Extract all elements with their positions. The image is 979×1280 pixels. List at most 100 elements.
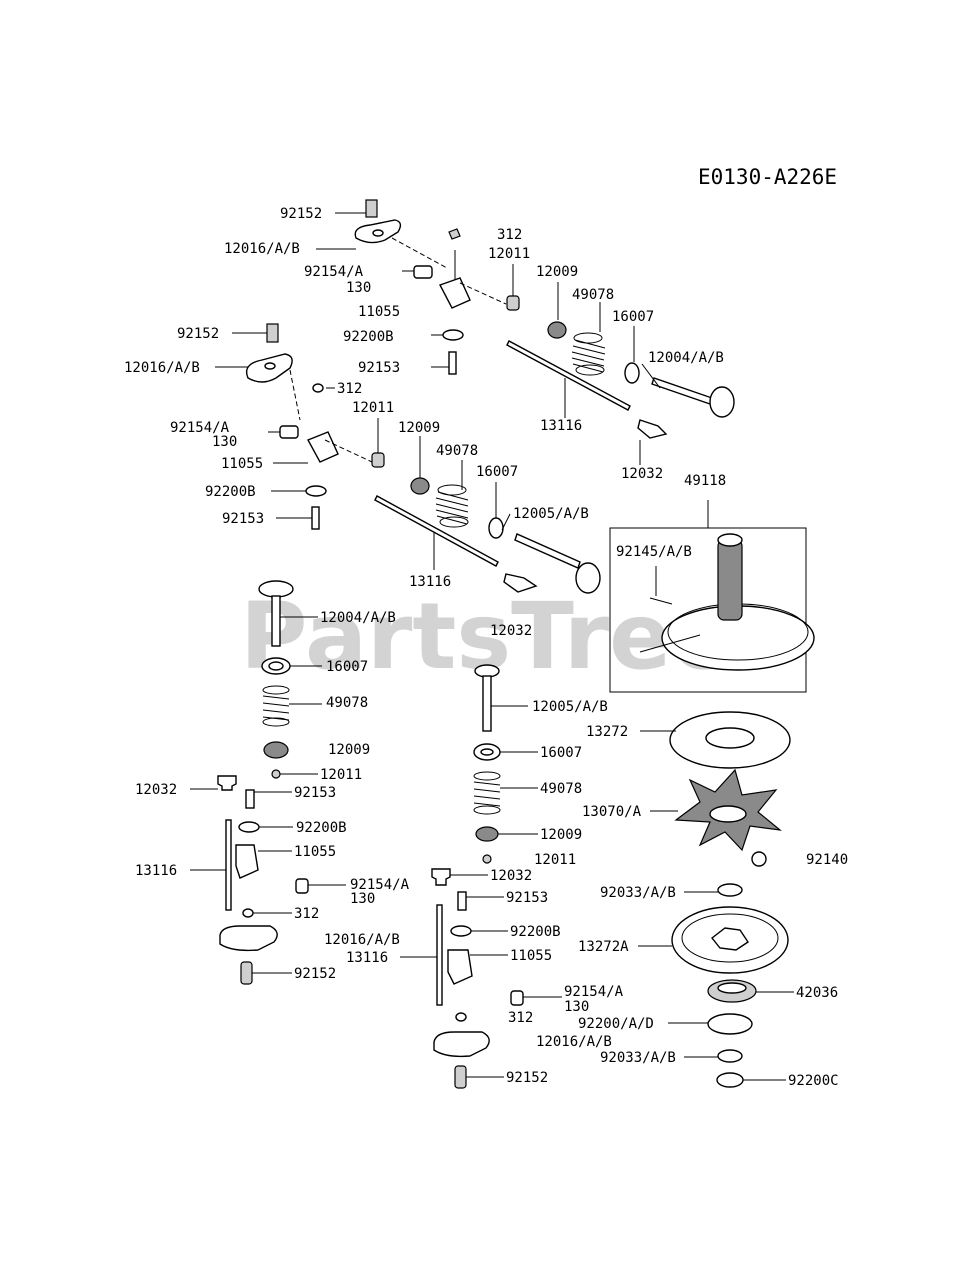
washer-92200AD bbox=[707, 1013, 753, 1035]
label-11055: 11055 bbox=[294, 844, 336, 860]
label-11055: 11055 bbox=[221, 456, 263, 472]
label-12005: 12005/A/B bbox=[532, 699, 608, 715]
label-130: 130 bbox=[350, 891, 375, 907]
label-92200C: 92200C bbox=[788, 1073, 839, 1089]
retainer-12009-lower-left bbox=[263, 741, 289, 759]
nut-312-mid bbox=[312, 383, 324, 393]
rocker-arm-12016-lower-mid bbox=[433, 1031, 490, 1058]
stud-92153-lower-left bbox=[245, 789, 255, 809]
spring-49078-mid bbox=[435, 484, 469, 528]
label-312: 312 bbox=[294, 906, 319, 922]
label-11055: 11055 bbox=[358, 304, 400, 320]
ring-92033-lower bbox=[717, 1049, 743, 1063]
label-12016: 12016/A/B bbox=[224, 241, 300, 257]
label-92153: 92153 bbox=[294, 785, 336, 801]
pushrod-13116-mid bbox=[374, 495, 499, 567]
label-12011: 12011 bbox=[352, 400, 394, 416]
label-12016: 12016/A/B bbox=[536, 1034, 612, 1050]
label-12011: 12011 bbox=[488, 246, 530, 262]
nut-312-lower-mid bbox=[455, 1012, 467, 1022]
label-16007: 16007 bbox=[476, 464, 518, 480]
label-92154: 92154/A bbox=[350, 877, 410, 893]
tappet-12032-lower-mid bbox=[431, 868, 451, 886]
plate-92200B-mid bbox=[305, 485, 327, 497]
label-13116: 13116 bbox=[540, 418, 582, 434]
ring-92033-upper bbox=[717, 883, 743, 897]
rocker-pivot-92152-lower-left bbox=[240, 961, 253, 985]
label-312: 312 bbox=[497, 227, 522, 243]
label-42036: 42036 bbox=[796, 985, 838, 1001]
label-92152: 92152 bbox=[506, 1070, 548, 1086]
label-13116: 13116 bbox=[135, 863, 177, 879]
camshaft-49118 bbox=[609, 500, 815, 693]
upper-assembly-1 bbox=[316, 199, 735, 465]
plate-92200B-lower-mid bbox=[450, 925, 472, 937]
label-92200B: 92200B bbox=[510, 924, 561, 940]
label-12009: 12009 bbox=[536, 264, 578, 280]
stud-92153-lower-mid bbox=[457, 891, 467, 911]
label-12009: 12009 bbox=[328, 742, 370, 758]
tappet-12032-lower-left bbox=[217, 775, 237, 791]
ball-92140 bbox=[751, 851, 767, 867]
tappet-12032-upper bbox=[637, 419, 668, 439]
spring-49078-lower-mid bbox=[473, 771, 501, 815]
label-130: 130 bbox=[212, 434, 237, 450]
valve-12004-head-upper bbox=[709, 386, 735, 418]
diagram-code: E0130-A226E bbox=[698, 165, 837, 189]
valve-12005-stem-lower bbox=[482, 675, 492, 732]
label-16007: 16007 bbox=[326, 659, 368, 675]
tappet-12032-mid bbox=[503, 573, 538, 593]
label-92200AD: 92200/A/D bbox=[578, 1016, 654, 1032]
label-12032: 12032 bbox=[490, 623, 532, 639]
callout-labels: 92152 12016/A/B 92154/A 130 11055 312 12… bbox=[124, 206, 848, 1089]
spring-49078-upper bbox=[571, 332, 606, 376]
label-312: 312 bbox=[337, 381, 362, 397]
label-16007: 16007 bbox=[612, 309, 654, 325]
rocker-bracket-11055-upper bbox=[439, 277, 471, 309]
label-49078: 49078 bbox=[436, 443, 478, 459]
bolt-92154-upper bbox=[413, 265, 433, 279]
plate-92200B-upper bbox=[442, 329, 464, 341]
label-92153: 92153 bbox=[222, 511, 264, 527]
retainer-12009-mid bbox=[410, 477, 430, 495]
pushrod-13116-lower-mid bbox=[436, 904, 443, 1006]
stud-92153-mid bbox=[311, 506, 320, 530]
label-16007: 16007 bbox=[540, 745, 582, 761]
label-12016: 12016/A/B bbox=[324, 932, 400, 948]
cap-12011-lower-mid bbox=[482, 854, 492, 864]
label-92152: 92152 bbox=[294, 966, 336, 982]
label-12005: 12005/A/B bbox=[513, 506, 589, 522]
label-13116: 13116 bbox=[346, 950, 388, 966]
label-13272: 13272 bbox=[586, 724, 628, 740]
label-130: 130 bbox=[346, 280, 371, 296]
rocker-pivot-92152-mid bbox=[266, 323, 279, 343]
label-12011: 12011 bbox=[534, 852, 576, 868]
label-312: 312 bbox=[508, 1010, 533, 1026]
label-49078: 49078 bbox=[540, 781, 582, 797]
label-92033: 92033/A/B bbox=[600, 1050, 676, 1066]
label-13116: 13116 bbox=[409, 574, 451, 590]
label-12032: 12032 bbox=[621, 466, 663, 482]
bolt-92154-lower-mid bbox=[510, 990, 524, 1006]
label-92145: 92145/A/B bbox=[616, 544, 692, 560]
label-92200B: 92200B bbox=[205, 484, 256, 500]
washer-92200C bbox=[716, 1072, 744, 1088]
stud-92153-upper bbox=[448, 351, 457, 375]
valve-12005-stem-mid bbox=[514, 533, 581, 569]
label-13272A: 13272A bbox=[578, 939, 629, 955]
rocker-bracket-11055-mid bbox=[307, 431, 339, 463]
cap-12011-upper bbox=[506, 295, 520, 311]
label-92033: 92033/A/B bbox=[600, 885, 676, 901]
label-92200B: 92200B bbox=[343, 329, 394, 345]
pushrod-13116-upper bbox=[506, 340, 631, 411]
label-49118: 49118 bbox=[684, 473, 726, 489]
rocker-bracket-11055-lower-left bbox=[235, 844, 259, 879]
label-12009: 12009 bbox=[398, 420, 440, 436]
rocker-pivot-92152-upper bbox=[365, 199, 378, 218]
bolt-92154-lower-left bbox=[295, 878, 309, 894]
label-92153: 92153 bbox=[358, 360, 400, 376]
label-11055: 11055 bbox=[510, 948, 552, 964]
label-130: 130 bbox=[564, 999, 589, 1015]
valve-12004-stem-lower bbox=[271, 595, 281, 647]
label-12032: 12032 bbox=[135, 782, 177, 798]
